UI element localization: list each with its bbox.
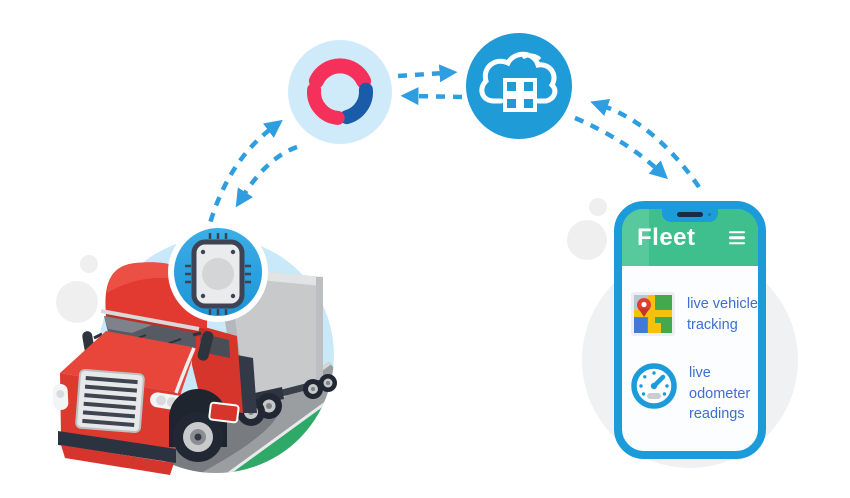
tracking-platform-node [288, 40, 392, 144]
hamburger-menu-button[interactable] [729, 228, 745, 248]
fleet-app-phone: Fleet [614, 201, 766, 459]
feature-live-odometer-readings[interactable]: live odometer readings [631, 363, 758, 425]
cloud-apps-icon [479, 51, 558, 112]
app-title: Fleet [637, 223, 696, 251]
cloud-service-node [466, 33, 572, 139]
decorative-circle [56, 281, 98, 323]
arrow-phone-to-cloud [590, 98, 701, 189]
gps-device-icon [185, 233, 251, 315]
header-highlight [622, 209, 649, 266]
arrow-platform-to-tracker [235, 144, 298, 208]
feature-live-vehicle-tracking[interactable]: live vehicle tracking [631, 292, 758, 336]
map-icon [631, 292, 675, 336]
arrow-cloud-to-phone [574, 115, 668, 180]
phone-screen: Fleet [622, 209, 758, 451]
camera-dot [708, 213, 711, 216]
platform-logo-icon [307, 58, 373, 125]
speaker-slot [677, 212, 703, 217]
decorative-circle [80, 255, 98, 273]
truck-scene [52, 237, 337, 475]
odometer-icon [631, 363, 677, 409]
decorative-circle [567, 220, 607, 260]
decorative-circle [589, 198, 607, 216]
arrow-cloud-to-platform [400, 87, 463, 106]
feature-label: live vehicle tracking [687, 296, 758, 333]
feature-label: live odometer readings [689, 365, 751, 423]
gps-tracker-badge [168, 222, 268, 322]
arrow-platform-to-cloud [397, 64, 458, 83]
feature-list: live vehicle tracking [622, 266, 758, 425]
phone-notch [662, 208, 718, 222]
